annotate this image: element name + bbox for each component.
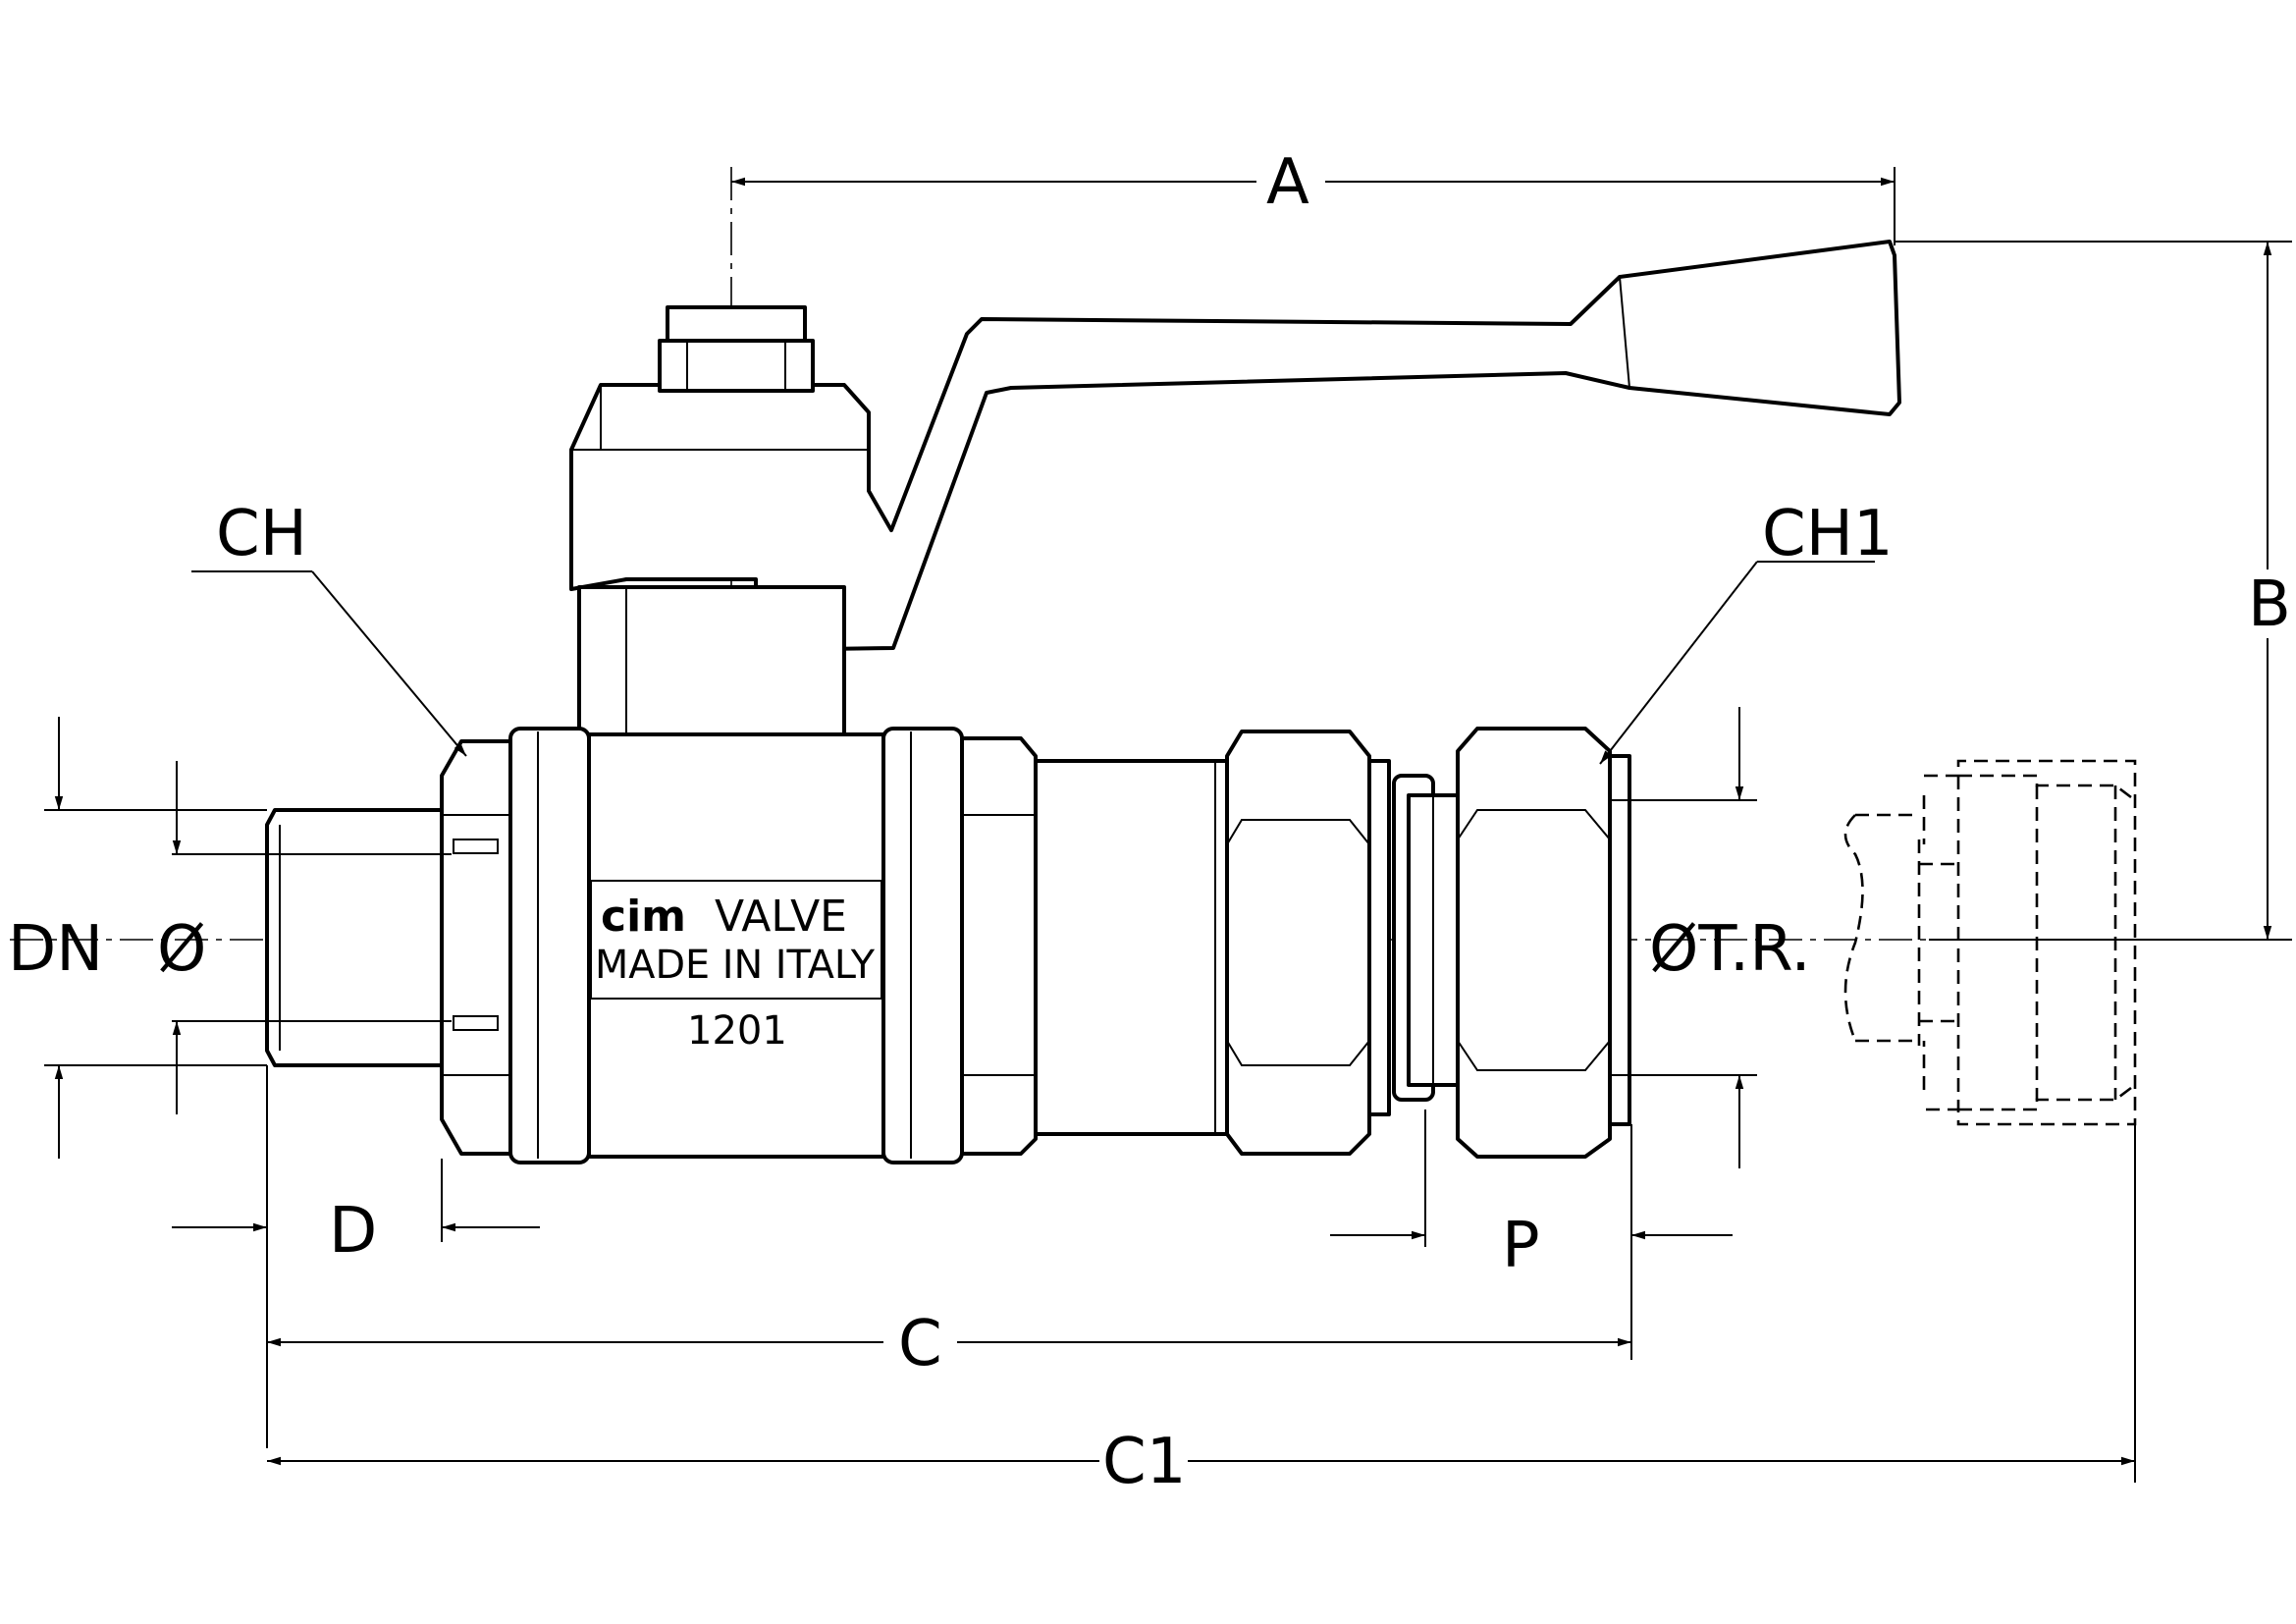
compression-nut bbox=[1456, 727, 1631, 1159]
label-p: P bbox=[1502, 1210, 1540, 1282]
brand-word: VALVE bbox=[715, 892, 847, 942]
label-d: D bbox=[329, 1195, 377, 1268]
label-c: C bbox=[898, 1308, 942, 1380]
label-ch1: CH1 bbox=[1762, 498, 1894, 570]
origin-text: MADE IN ITALY bbox=[595, 943, 876, 988]
label-dn: DN bbox=[8, 913, 103, 986]
hidden-compression-fitting bbox=[1843, 759, 2137, 1126]
union-hex-nut bbox=[1225, 730, 1391, 1156]
left-hex-nut bbox=[440, 739, 517, 1156]
brand-logo: cim bbox=[601, 892, 686, 942]
label-a: A bbox=[1266, 146, 1309, 219]
male-threaded-end bbox=[265, 808, 449, 1067]
label-diameter: Ø bbox=[157, 913, 206, 986]
stem-nut bbox=[658, 305, 815, 393]
label-tube-diameter: ØT.R. bbox=[1649, 913, 1811, 986]
dimension-labels: A B C C1 CH CH1 D P DN Ø ØT.R. bbox=[8, 146, 2291, 1498]
label-c1: C1 bbox=[1102, 1426, 1186, 1498]
label-ch: CH bbox=[216, 498, 307, 570]
body-extension bbox=[1034, 759, 1229, 1136]
body-marking: cim VALVE MADE IN ITALY 1201 bbox=[595, 892, 876, 1054]
code-text: 1201 bbox=[687, 1008, 787, 1054]
right-body-hex bbox=[960, 736, 1038, 1156]
valve-body bbox=[508, 727, 964, 1164]
dimension-lines bbox=[44, 167, 2292, 1483]
label-b: B bbox=[2248, 568, 2291, 641]
